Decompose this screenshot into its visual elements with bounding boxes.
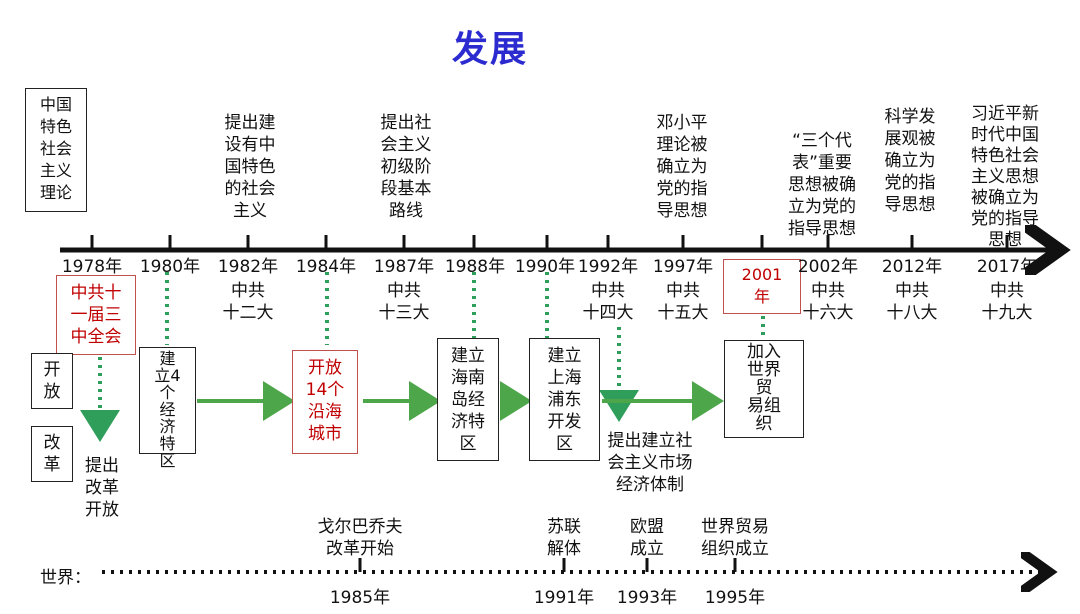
page-title: 发展 (451, 29, 528, 70)
congress-14: 中共十四大 (582, 281, 634, 323)
world-event-1995: 世界贸易组织成立 (701, 517, 769, 559)
wto-join-box: 加入世界贸易组织 (724, 340, 804, 438)
year-1987: 1987年 (373, 257, 435, 277)
theory-box: 中国特色社会主义理论 (25, 88, 87, 212)
congress-13: 中共十三大 (378, 281, 430, 323)
world-year-1995: 1995年 (704, 588, 766, 608)
congress-19: 中共十九大 (981, 281, 1033, 323)
market-economy-text: 提出建立社会主义市场经济体制 (607, 431, 693, 495)
year-1988: 1988年 (444, 257, 506, 277)
reform-open-text: 提出改革开放 (85, 456, 119, 520)
congress-15: 中共十五大 (657, 281, 709, 323)
congress-18: 中共十八大 (886, 281, 938, 323)
congress-16: 中共十六大 (802, 281, 854, 323)
year-1980: 1980年 (139, 257, 201, 277)
event-2017: 习近平新时代中国特色社会主义思想被确立为党的指导思想 (971, 104, 1039, 250)
reform-label: 改革 (31, 426, 73, 482)
hainan-box: 建立海南岛经济特区 (437, 338, 499, 461)
open-label: 开放 (31, 353, 73, 409)
world-year-1991: 1991年 (533, 588, 595, 608)
world-event-1993: 欧盟成立 (630, 517, 664, 559)
third-plenum-box: 中共十一届三中全会 (56, 275, 136, 355)
pudong-box: 建立上海浦东开发区 (529, 338, 600, 461)
congress-12: 中共十二大 (222, 281, 274, 323)
year-2017: 2017年 (976, 257, 1038, 277)
year-2002: 2002年 (797, 257, 859, 277)
world-event-1985: 戈尔巴乔夫改革开始 (317, 517, 403, 559)
year-1997: 1997年 (652, 257, 714, 277)
year-2012: 2012年 (881, 257, 943, 277)
event-1997: 邓小平理论被确立为党的指导思想 (656, 113, 708, 221)
year-1990: 1990年 (514, 257, 576, 277)
event-1982: 提出建设有中国特色的社会主义 (224, 113, 276, 221)
world-event-1991: 苏联解体 (547, 517, 581, 559)
event-1987: 提出社会主义初级阶段基本路线 (380, 113, 432, 221)
world-year-1985: 1985年 (329, 588, 391, 608)
year-1978: 1978年 (61, 257, 123, 277)
year-1992: 1992年 (577, 257, 639, 277)
event-2012: 科学发展观被确立为党的指导思想 (884, 107, 936, 215)
world-label: 世界： (40, 568, 91, 588)
year-1984: 1984年 (295, 257, 357, 277)
year-1982: 1982年 (217, 257, 279, 277)
event-2002: “三个代表”重要思想被确立为党的指导思想 (788, 131, 856, 239)
world-year-1993: 1993年 (616, 588, 678, 608)
